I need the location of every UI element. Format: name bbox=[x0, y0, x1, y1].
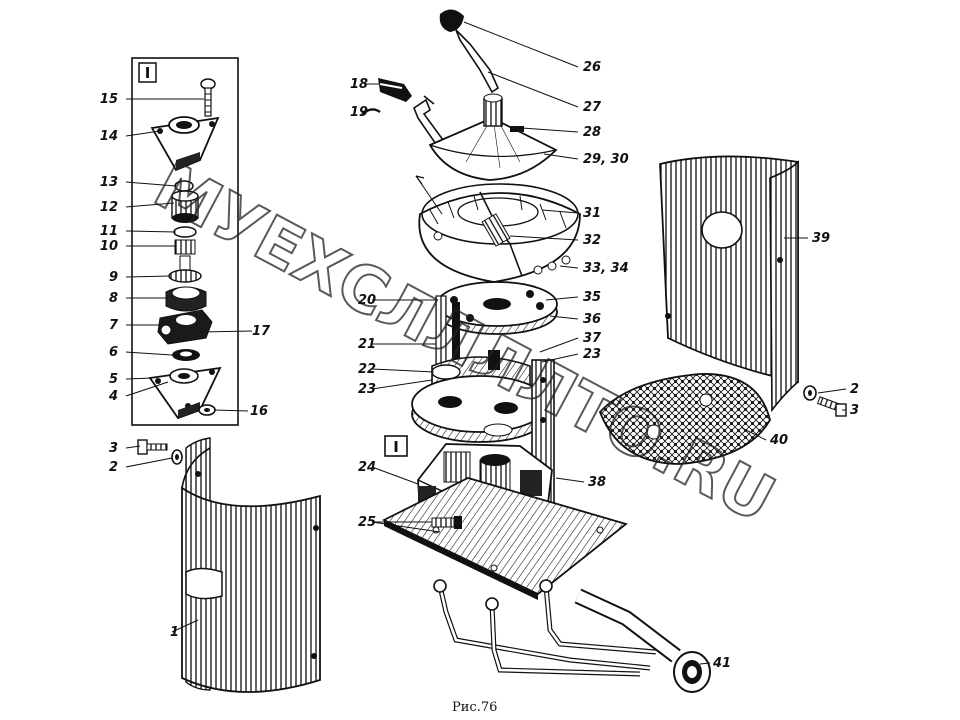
part-label-3: 3 bbox=[109, 441, 118, 456]
base-plate bbox=[381, 477, 628, 600]
part-19-pin bbox=[361, 108, 381, 115]
part-2-washer-right bbox=[803, 385, 817, 401]
part-label-3: 3 bbox=[850, 403, 859, 418]
part-label-37: 37 bbox=[583, 331, 602, 346]
part-label-21: 21 bbox=[358, 337, 376, 352]
part-label-35: 35 bbox=[583, 290, 601, 305]
part-3-bolt-right bbox=[816, 396, 847, 417]
part-1-half-shell bbox=[181, 437, 321, 693]
part-label-13: 13 bbox=[100, 175, 118, 190]
part-label-1: 1 bbox=[170, 625, 179, 640]
part-23-disc bbox=[411, 375, 549, 443]
part-14-flange bbox=[150, 116, 220, 172]
part-label-33-34: 33, 34 bbox=[583, 261, 629, 276]
part-label-12: 12 bbox=[100, 200, 118, 215]
part-label-9: 9 bbox=[109, 270, 118, 285]
part-label-23: 23 bbox=[358, 382, 376, 397]
part-label-8: 8 bbox=[109, 291, 118, 306]
part-label-27: 27 bbox=[583, 100, 602, 115]
part-8-housing bbox=[165, 286, 207, 312]
part-label-7: 7 bbox=[109, 318, 119, 333]
part-label-25: 25 bbox=[358, 515, 376, 530]
part-16-nut bbox=[198, 404, 216, 416]
part-label-26: 26 bbox=[583, 60, 601, 75]
part-2-washer-left bbox=[171, 449, 183, 465]
part-6-seal bbox=[172, 349, 200, 361]
part-label-39: 39 bbox=[812, 231, 830, 246]
part-label-24: 24 bbox=[358, 460, 376, 475]
part-40-mesh-disc bbox=[598, 373, 771, 465]
part-15-bolt bbox=[200, 78, 216, 117]
part-33-holes bbox=[433, 231, 571, 275]
part-25-fitting bbox=[431, 516, 462, 529]
part-12-gear bbox=[171, 190, 199, 223]
part-label-31: 31 bbox=[583, 206, 601, 221]
pipe-bundle bbox=[433, 579, 681, 677]
spanner-fork bbox=[413, 95, 448, 152]
part-label-14: 14 bbox=[100, 129, 118, 144]
part-label-11: 11 bbox=[100, 224, 118, 239]
part-26-knob bbox=[439, 9, 500, 94]
inset-marker-frame: I bbox=[384, 435, 408, 457]
part-9-gear-shaft bbox=[168, 255, 202, 283]
part-label-16: 16 bbox=[250, 404, 268, 419]
part-label-18: 18 bbox=[350, 77, 368, 92]
part-label-23: 23 bbox=[583, 347, 601, 362]
part-label-15: 15 bbox=[100, 92, 118, 107]
detail-inset: I bbox=[131, 57, 239, 426]
part-7-body bbox=[157, 309, 213, 345]
part-label-32: 32 bbox=[583, 233, 601, 248]
part-label-22: 22 bbox=[358, 362, 376, 377]
inset-marker-main: I bbox=[393, 438, 399, 456]
inset-marker: I bbox=[145, 64, 151, 82]
figure-caption: Рис.76 bbox=[452, 700, 498, 715]
part-label-28: 28 bbox=[583, 125, 601, 140]
part-label-20: 20 bbox=[358, 293, 376, 308]
part-label-41: 41 bbox=[712, 656, 731, 671]
part-label-38: 38 bbox=[588, 475, 606, 490]
part-10-spring bbox=[174, 239, 196, 255]
leader-lines bbox=[125, 21, 847, 665]
part-label-6: 6 bbox=[109, 345, 118, 360]
part-label-19: 19 bbox=[350, 105, 368, 120]
part-label-2: 2 bbox=[850, 382, 859, 397]
part-39-half-shell bbox=[659, 155, 799, 413]
part-label-5: 5 bbox=[109, 372, 118, 387]
part-label-17: 17 bbox=[252, 324, 271, 339]
part-18-lever bbox=[378, 78, 412, 102]
part-label-4: 4 bbox=[108, 389, 118, 404]
part-41-nozzle bbox=[673, 651, 711, 693]
part-label-10: 10 bbox=[100, 239, 118, 254]
part-label-2: 2 bbox=[109, 460, 118, 475]
part-28-cone-cover bbox=[428, 93, 558, 181]
part-label-36: 36 bbox=[583, 312, 601, 327]
part-5-base-flange bbox=[148, 366, 222, 420]
part-label-29-30: 29, 30 bbox=[583, 152, 629, 167]
part-3-bolt-left bbox=[137, 439, 168, 455]
part-32-spring bbox=[415, 175, 523, 277]
part-label-40: 40 bbox=[769, 433, 788, 448]
